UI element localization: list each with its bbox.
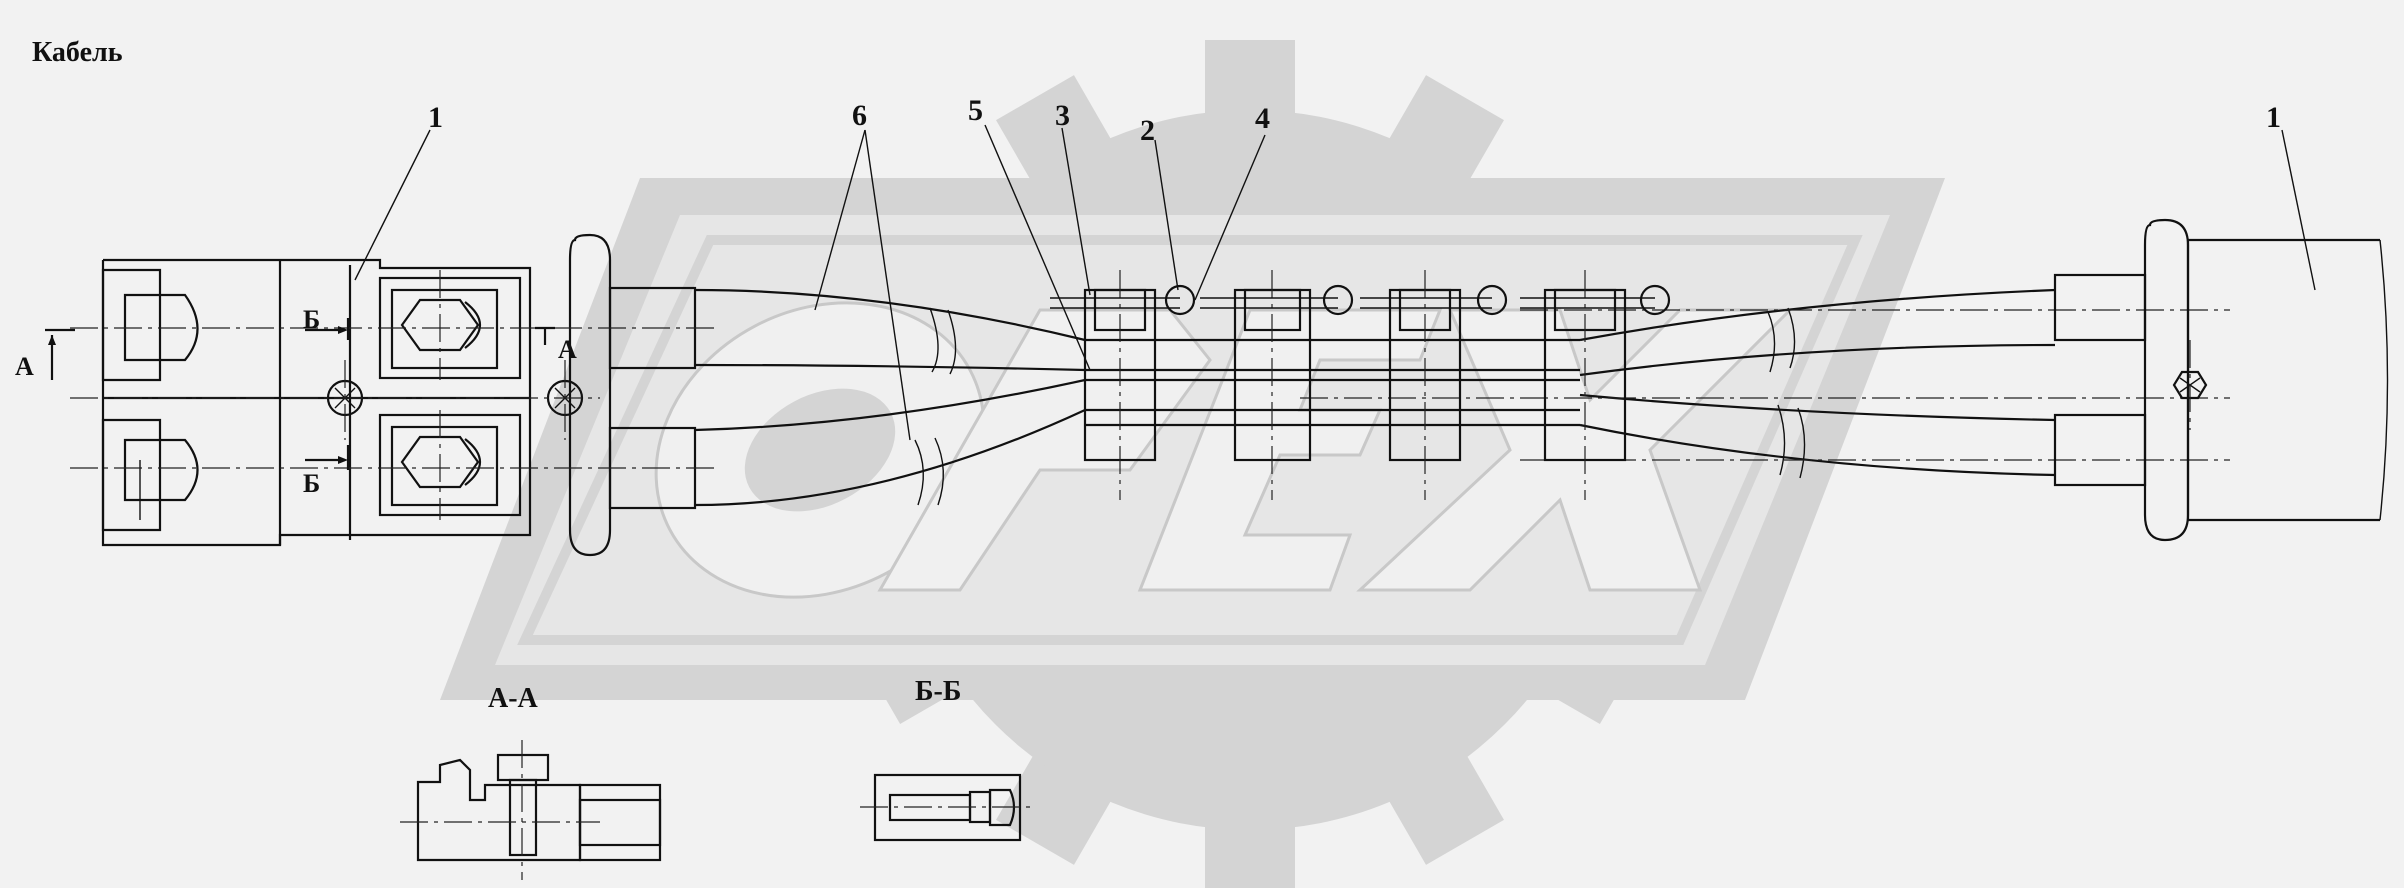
- callout-numbers: 1 1 2 3 4 5 6: [428, 94, 2281, 147]
- callout-2: 2: [1140, 114, 1155, 147]
- left-connector: [70, 233, 720, 557]
- right-connector: [2053, 218, 2389, 542]
- section-mark-a-left: А: [15, 352, 34, 381]
- drawing-title: Кабель: [32, 37, 123, 68]
- callout-5: 5: [968, 94, 983, 127]
- section-mark-b-top: Б: [303, 305, 320, 334]
- section-bb-label: Б-Б: [915, 676, 961, 707]
- callout-1-right: 1: [2266, 101, 2281, 134]
- section-mark-b-bottom: Б: [303, 469, 320, 498]
- callout-6: 6: [852, 99, 867, 132]
- clamp-1: [1050, 270, 1196, 500]
- clamp-2: [1200, 270, 1354, 500]
- section-marks: А А Б Б: [15, 305, 577, 498]
- clamp-3: [1360, 270, 1508, 500]
- callout-1-left: 1: [428, 101, 443, 134]
- callout-3: 3: [1055, 99, 1070, 132]
- section-view-bb: Б-Б: [860, 676, 1035, 842]
- cable-clamps: [1050, 270, 1671, 500]
- cables: [694, 288, 2230, 507]
- watermark-logo: [440, 40, 1945, 888]
- section-view-aa: А-А: [400, 683, 662, 880]
- section-aa-label: А-А: [488, 683, 539, 714]
- section-mark-a-right: А: [558, 335, 577, 364]
- callout-4: 4: [1255, 102, 1270, 135]
- leader-lines: [354, 124, 2316, 441]
- clamp-4: [1520, 270, 1671, 500]
